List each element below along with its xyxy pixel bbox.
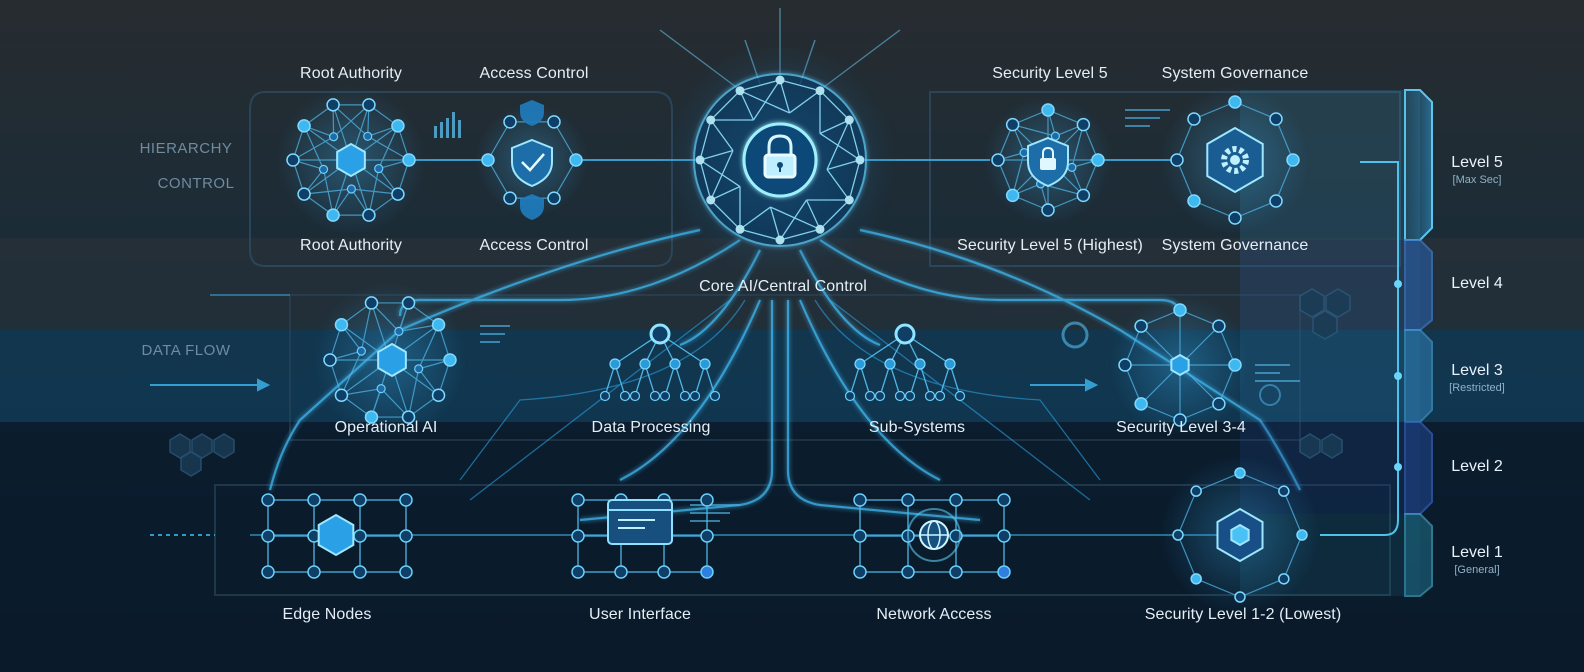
level-3-sub: [Restricted] [1449, 382, 1505, 394]
gear-icon [1221, 146, 1249, 174]
sub-systems-label: Sub-Systems [868, 419, 966, 436]
security-level-5-label-top: Security Level 5 [992, 65, 1108, 82]
hierarchy-label: HIERARCHY [139, 140, 233, 157]
network-access-label: Network Access [876, 606, 992, 623]
access-control-label-bottom: Access Control [479, 237, 589, 254]
edge-nodes-label: Edge Nodes [282, 606, 372, 623]
system-governance-label-bottom: System Governance [1161, 237, 1309, 254]
core-label: Core AI/Central Control [699, 278, 867, 295]
level-5-sub: [Max Sec] [1452, 174, 1502, 186]
level-3-tab: Level 3 [Restricted] [1422, 362, 1532, 394]
level-2-name: Level 2 [1451, 458, 1503, 475]
security-level-5-label-bottom: Security Level 5 (Highest) [957, 237, 1143, 254]
sub-systems-tree [844, 323, 966, 402]
root-authority-label-top: Root Authority [300, 65, 402, 82]
access-control-label-top: Access Control [479, 65, 589, 82]
data-flow-label: DATA FLOW [141, 342, 231, 359]
shield-lock-icon [1027, 136, 1069, 188]
level-2-tab: Level 2 [1422, 458, 1532, 476]
edge-nodes-grid [261, 493, 413, 579]
cube-icon [336, 142, 366, 178]
level-5-name: Level 5 [1451, 154, 1503, 171]
hex-node-icon [1170, 353, 1190, 377]
globe-icon [907, 508, 961, 562]
network-access-grid [853, 493, 1011, 579]
control-label: CONTROL [157, 175, 235, 192]
hex-core-icon [1230, 523, 1250, 547]
data-processing-tree [599, 323, 721, 402]
padlock-icon [763, 134, 797, 179]
user-interface-label: User Interface [589, 606, 691, 623]
security-level-1-2-label: Security Level 1-2 (Lowest) [1144, 606, 1342, 623]
window-icon [607, 499, 673, 545]
cube-icon-2 [377, 342, 407, 378]
level-1-tab: Level 1 [General] [1422, 544, 1532, 576]
system-governance-label-top: System Governance [1161, 65, 1309, 82]
cube-icon-3 [317, 513, 355, 557]
level-4-tab: Level 4 [1422, 275, 1532, 293]
level-4-name: Level 4 [1451, 275, 1503, 292]
security-level-3-4-label: Security Level 3-4 [1116, 419, 1246, 436]
level-1-name: Level 1 [1451, 544, 1503, 561]
operational-ai-label: Operational AI [334, 419, 438, 436]
shield-check-icon [511, 138, 553, 188]
level-5-tab: Level 5 [Max Sec] [1422, 154, 1532, 186]
root-authority-label-bottom: Root Authority [300, 237, 402, 254]
core-ai-hub [660, 40, 900, 280]
level-3-name: Level 3 [1451, 362, 1503, 379]
data-processing-label: Data Processing [591, 419, 711, 436]
level-1-sub: [General] [1454, 564, 1500, 576]
